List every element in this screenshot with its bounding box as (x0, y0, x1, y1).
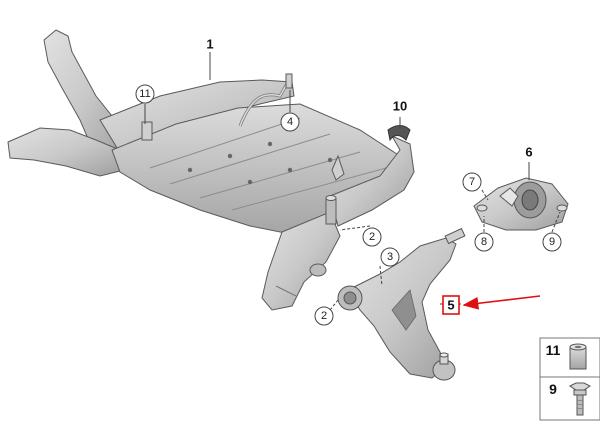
heat-shield (387, 125, 411, 142)
svg-text:6: 6 (525, 145, 532, 160)
stabilizer-link (331, 154, 345, 181)
callout-bushing[interactable]: 6 (525, 145, 532, 160)
svg-text:11: 11 (139, 88, 150, 100)
svg-text:3: 3 (387, 251, 393, 263)
callout-bolt-upper[interactable]: 3 (380, 247, 400, 267)
front-axle-subframe (7, 29, 415, 311)
callout-bolt-front-left[interactable]: 2 (314, 306, 334, 326)
svg-text:2: 2 (369, 231, 375, 243)
legend-item-sleeve[interactable]: 11 (546, 342, 587, 370)
callout-control-arm[interactable]: 5 (442, 295, 460, 315)
callout-heat-shield[interactable]: 10 (393, 99, 407, 114)
steering-rack-bracket (238, 73, 293, 127)
svg-text:9: 9 (549, 381, 557, 397)
svg-text:9: 9 (549, 236, 555, 248)
callout-bolt-8[interactable]: 8 (474, 232, 494, 252)
callout-bolt-7[interactable]: 7 (462, 172, 482, 192)
svg-text:5: 5 (447, 298, 454, 313)
svg-text:2: 2 (321, 310, 327, 322)
callout-frame[interactable]: 1 (206, 37, 213, 52)
hex-bolt-icon (569, 382, 591, 416)
legend-item-hex-bolt[interactable]: 9 (549, 381, 591, 416)
svg-text:11: 11 (546, 342, 561, 358)
callout-screw-4[interactable]: 4 (280, 112, 300, 132)
sleeve-icon (569, 343, 587, 370)
callout-bolt-rear[interactable]: 2 (362, 227, 382, 247)
highlight-arrow (462, 295, 541, 310)
svg-text:10: 10 (393, 99, 407, 114)
svg-text:4: 4 (287, 116, 293, 128)
svg-text:7: 7 (469, 176, 475, 188)
svg-text:8: 8 (481, 236, 487, 248)
callout-bolt-9[interactable]: 9 (542, 232, 562, 252)
rubber-bushing-assembly (473, 177, 569, 231)
parts-legend: 11 9 (539, 337, 600, 421)
lower-control-arm (337, 227, 466, 381)
svg-text:1: 1 (206, 37, 213, 52)
callout-sleeve[interactable]: 11 (135, 84, 155, 104)
